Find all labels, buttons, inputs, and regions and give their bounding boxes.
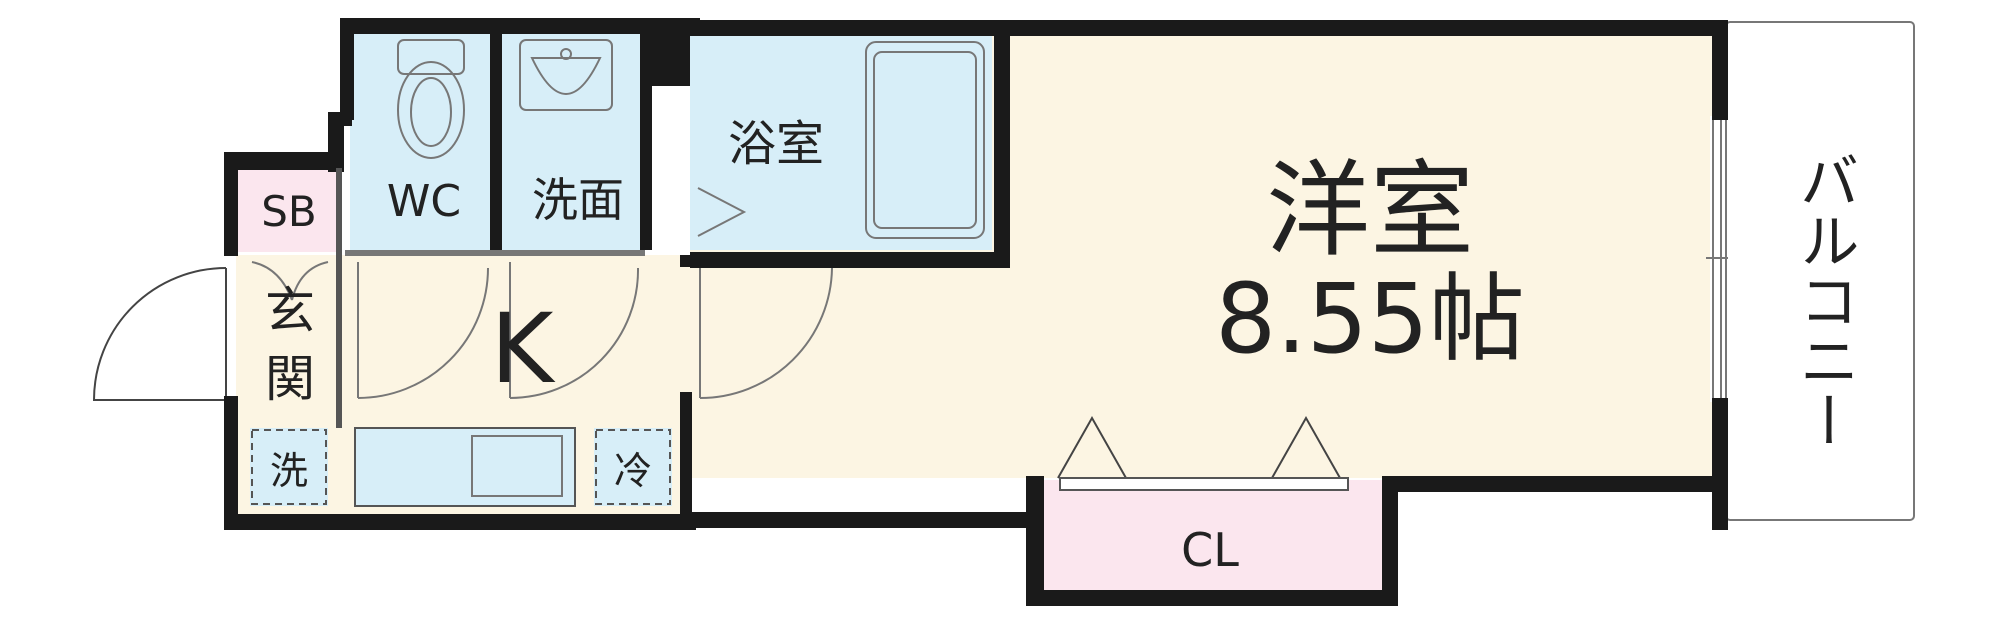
closet-label: CL: [1181, 523, 1239, 577]
fixtures: [250, 39, 985, 507]
western-area-label: 8.55帖: [1215, 263, 1525, 375]
door-swing-icon: [92, 267, 227, 401]
washroom-label: 洗面: [532, 173, 624, 227]
doors: [92, 261, 1349, 491]
room-fills: [236, 22, 1912, 592]
sb-area: [236, 170, 341, 252]
kitchen-sink-icon: [354, 427, 576, 507]
kitchen-label: K: [491, 293, 556, 405]
washer-label: 洗: [270, 449, 308, 493]
room-labels: SB WC 洗面 浴室 洋室 8.55帖 玄 関 K 洗 冷 CL バルコニー: [261, 116, 1859, 577]
closet-door-icon: [1057, 415, 1349, 491]
walls: [224, 18, 1728, 606]
door-swing-icon: [509, 262, 640, 399]
bath-label: 浴室: [728, 116, 824, 172]
entrance-label-1: 玄: [265, 282, 315, 340]
washroom-area: [500, 32, 648, 250]
balcony-area: [1728, 22, 1912, 520]
door-swing-icon: [357, 262, 489, 399]
western-room-label: 洋室: [1266, 149, 1474, 271]
fridge-label: 冷: [614, 449, 652, 493]
wc-label: WC: [387, 176, 461, 227]
sb-label: SB: [261, 187, 316, 236]
balcony-label: バルコニー: [1789, 150, 1859, 450]
fridge-space: [594, 428, 672, 506]
washer-space: [250, 428, 328, 506]
toilet-icon: [397, 39, 465, 159]
closet-area: [1042, 480, 1382, 592]
door-swing-icon: [699, 262, 833, 399]
window-icon: [1706, 116, 1728, 402]
bath-door-icon: [697, 187, 747, 237]
sb-door-icon: [251, 261, 329, 301]
balcony-railing: [1725, 21, 1915, 521]
washbasin-icon: [519, 39, 613, 111]
entrance-label-2: 関: [265, 350, 315, 408]
bathtub-icon: [865, 41, 985, 239]
